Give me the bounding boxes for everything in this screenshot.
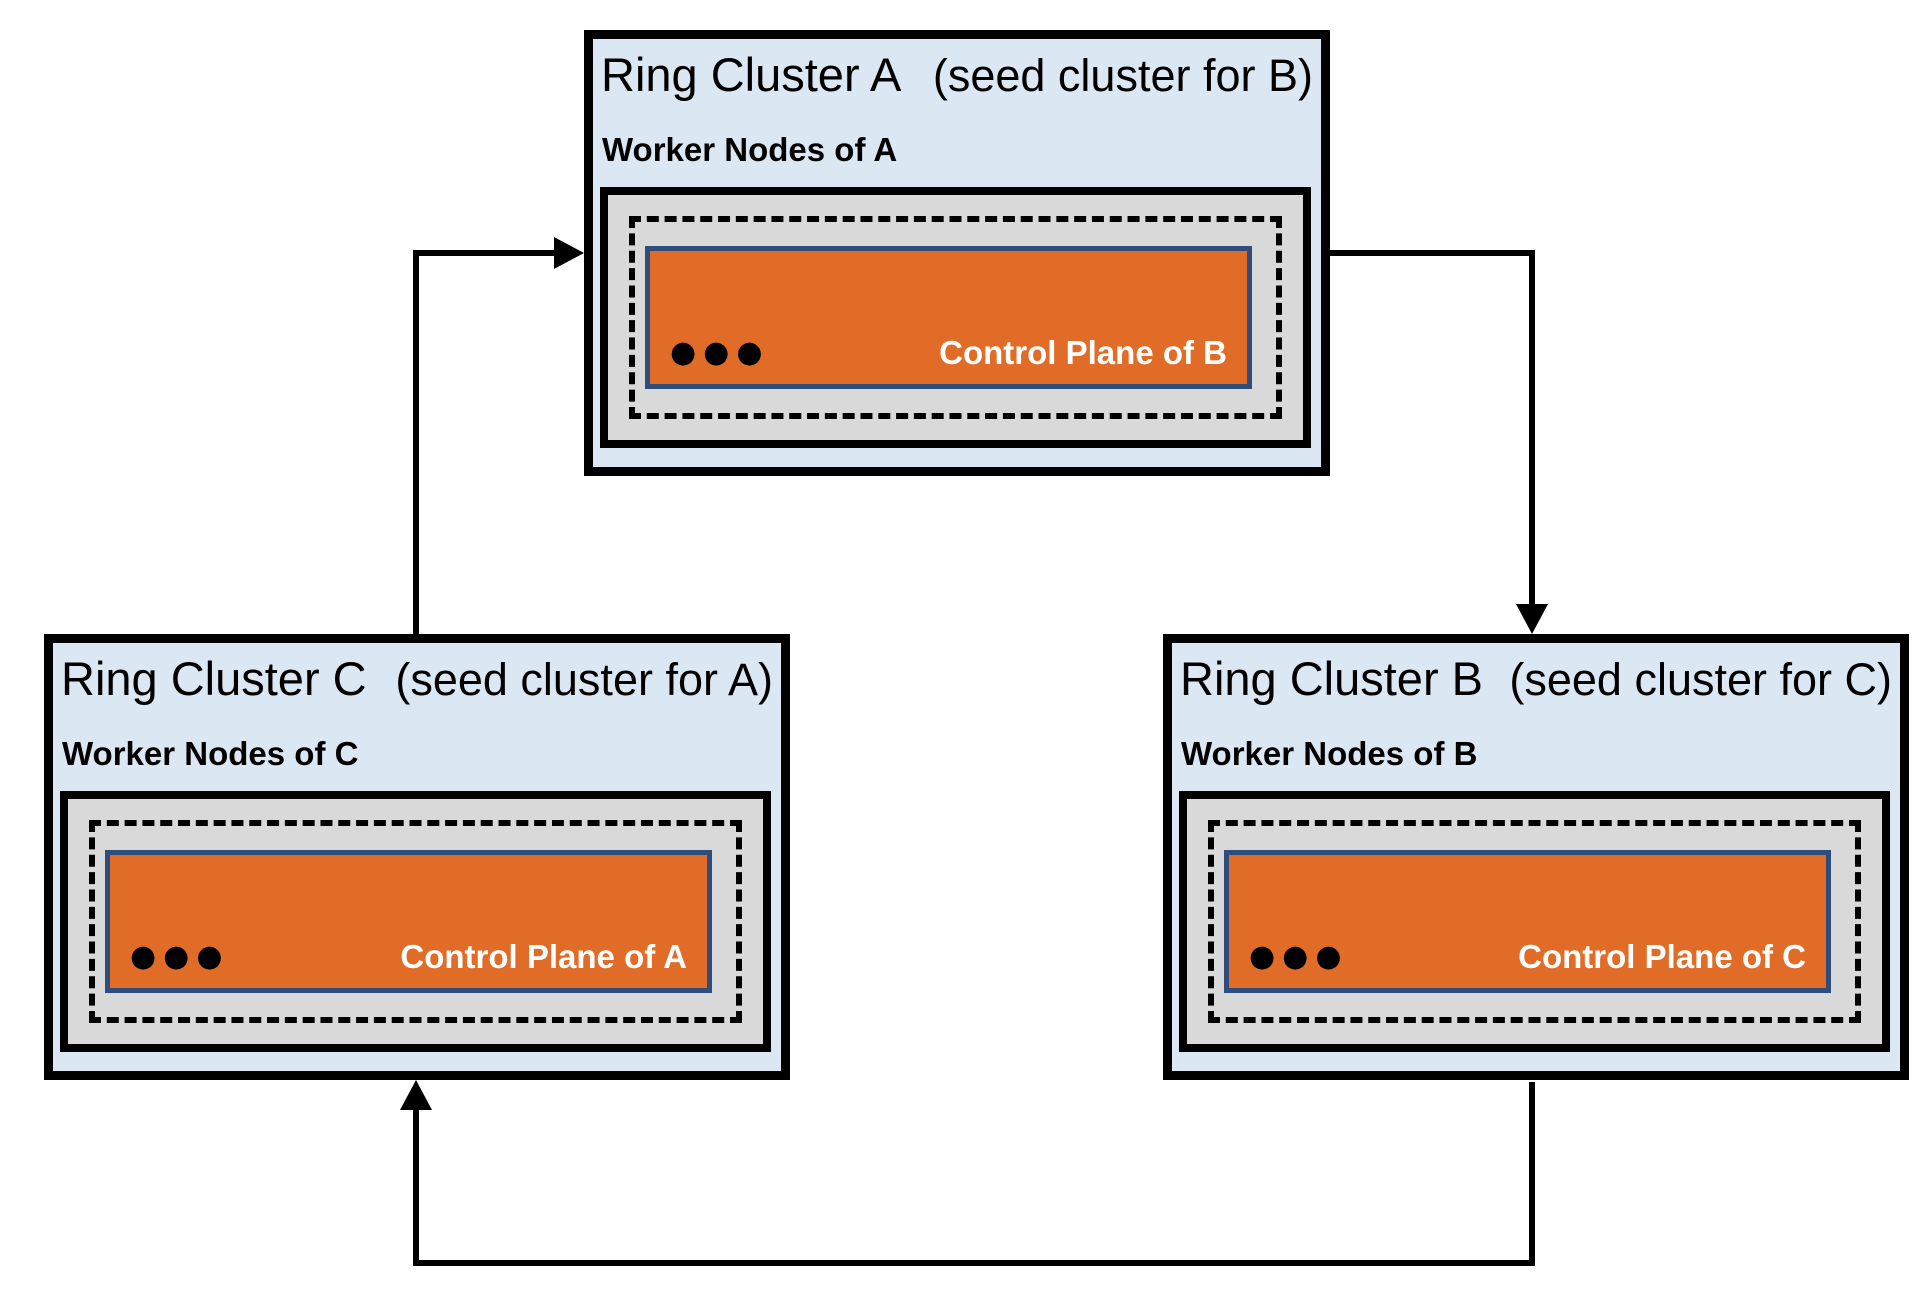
cluster-b-control-plane-label: Control Plane of C bbox=[1518, 938, 1806, 976]
cluster-c: Ring Cluster C (seed cluster for A) Work… bbox=[44, 634, 790, 1080]
arrow-c-to-a-head bbox=[554, 237, 584, 269]
cluster-b-worker-nodes-box: ●●● Control Plane of C bbox=[1179, 791, 1890, 1052]
cluster-b-worker-label: Worker Nodes of B bbox=[1181, 735, 1478, 772]
cluster-b-title: Ring Cluster B bbox=[1180, 652, 1483, 705]
arrow-b-to-c-head bbox=[400, 1080, 432, 1110]
cluster-b-dashed-boundary: ●●● Control Plane of C bbox=[1208, 820, 1861, 1023]
cluster-c-subtitle: (seed cluster for A) bbox=[395, 654, 773, 705]
cluster-a-header: Ring Cluster A (seed cluster for B) bbox=[593, 39, 1321, 101]
cluster-b-subtitle: (seed cluster for C) bbox=[1509, 654, 1892, 705]
cluster-a-subtitle: (seed cluster for B) bbox=[932, 50, 1313, 101]
cluster-b-control-plane-box: ●●● Control Plane of C bbox=[1224, 850, 1831, 993]
cluster-c-control-plane-box: ●●● Control Plane of A bbox=[105, 850, 712, 993]
arrow-b-to-c-line bbox=[413, 1082, 1535, 1266]
cluster-c-control-plane-label: Control Plane of A bbox=[400, 938, 687, 976]
ellipsis-dots: ●●● bbox=[670, 335, 770, 370]
arrow-a-to-b-line bbox=[1330, 250, 1535, 606]
arrow-c-to-a-line bbox=[413, 250, 556, 636]
cluster-b-header: Ring Cluster B (seed cluster for C) bbox=[1172, 643, 1900, 705]
cluster-a-worker-nodes-box: ●●● Control Plane of B bbox=[600, 187, 1311, 448]
cluster-a: Ring Cluster A (seed cluster for B) Work… bbox=[584, 30, 1330, 476]
cluster-a-control-plane-box: ●●● Control Plane of B bbox=[645, 246, 1252, 389]
cluster-c-title: Ring Cluster C bbox=[61, 652, 367, 705]
cluster-c-header: Ring Cluster C (seed cluster for A) bbox=[53, 643, 781, 705]
cluster-c-worker-nodes-box: ●●● Control Plane of A bbox=[60, 791, 771, 1052]
cluster-c-dashed-boundary: ●●● Control Plane of A bbox=[89, 820, 742, 1023]
ellipsis-dots: ●●● bbox=[1249, 939, 1349, 974]
cluster-a-worker-label: Worker Nodes of A bbox=[602, 131, 898, 168]
arrow-a-to-b-head bbox=[1516, 604, 1548, 634]
cluster-b: Ring Cluster B (seed cluster for C) Work… bbox=[1163, 634, 1909, 1080]
cluster-a-dashed-boundary: ●●● Control Plane of B bbox=[629, 216, 1282, 419]
cluster-a-control-plane-label: Control Plane of B bbox=[939, 334, 1227, 372]
ellipsis-dots: ●●● bbox=[130, 939, 230, 974]
cluster-c-worker-label: Worker Nodes of C bbox=[62, 735, 359, 772]
cluster-a-title: Ring Cluster A bbox=[601, 48, 902, 101]
